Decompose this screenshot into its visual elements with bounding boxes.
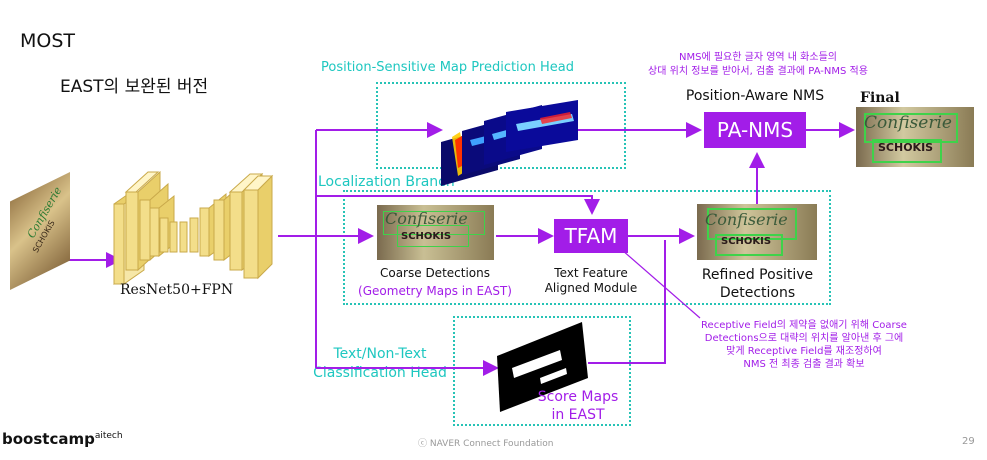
tfam-note-callout	[621, 249, 701, 319]
footer-logo: boostcampaitech	[2, 430, 123, 448]
slide-title: MOST	[20, 30, 76, 52]
tfam-box: TFAM	[554, 219, 628, 253]
refined-label-line1: Refined Positive	[701, 267, 814, 283]
footer-copyright: ⓒ NAVER Connect Foundation	[418, 439, 554, 449]
coarse-label-line2: (Geometry Maps in EAST)	[358, 284, 512, 298]
backbone-blocks	[113, 170, 274, 285]
localization-branch-label: Localization Branch	[318, 174, 455, 190]
tfam-note-line2: Detections으로 대략의 위치를 알아낸 후 그에	[704, 333, 904, 344]
classification-head-line1: Text/Non-Text	[333, 346, 427, 362]
classification-head-box	[453, 316, 631, 426]
tfam-note-line1: Receptive Field의 제약을 없애기 위해 Coarse	[701, 320, 907, 331]
coarse-sign-text-1: Confiserie	[385, 209, 468, 228]
slide-subtitle: EAST의 보완된 버전	[60, 77, 209, 97]
refined-sign-text-1: Confiserie	[705, 210, 788, 229]
position-sensitive-maps	[441, 100, 578, 186]
localization-branch-box	[343, 190, 831, 305]
tfam-label-line1: Text Feature	[554, 266, 628, 280]
panms-note: NMS에 필요한 글자 영역 내 화소들의 상대 위치 정보를 받아서, 검출 …	[618, 51, 898, 79]
page-number: 29	[962, 436, 975, 447]
panms-note-line1: NMS에 필요한 글자 영역 내 화소들의	[679, 52, 837, 63]
coarse-sign-text-2: SCHOKIS	[401, 231, 452, 242]
refined-detections-image: Confiserie SCHOKIS	[697, 204, 817, 260]
refined-label: Refined Positive Detections	[690, 266, 825, 302]
final-detections-image: Confiserie SCHOKIS	[856, 107, 974, 167]
coarse-detections-image: Confiserie SCHOKIS	[377, 205, 494, 260]
position-head-label: Position-Sensitive Map Prediction Head	[321, 60, 574, 75]
tfam-note-line4: NMS 전 최종 검출 결과 확보	[743, 359, 865, 370]
coarse-label-line1: Coarse Detections	[379, 266, 490, 280]
tfam-label-line2: Aligned Module	[544, 281, 638, 295]
refined-sign-text-2: SCHOKIS	[721, 236, 772, 247]
score-maps-line2: in EAST	[551, 407, 605, 423]
position-head-box	[376, 82, 626, 169]
score-maps	[497, 322, 588, 412]
tfam-note-line3: 맞게 Receptive Field를 재조정하여	[726, 346, 882, 357]
refined-label-line2: Detections	[719, 285, 796, 301]
footer-brand: boostcamp	[2, 430, 95, 448]
final-sign-text-2: SCHOKIS	[878, 141, 934, 154]
final-sign-text-1: Confiserie	[864, 113, 952, 133]
panms-box: PA-NMS	[704, 112, 806, 148]
panms-title: Position-Aware NMS	[685, 88, 825, 104]
panms-note-line2: 상대 위치 정보를 받아서, 검출 결과에 PA-NMS 적용	[648, 66, 868, 77]
arrow-score-refined	[588, 240, 666, 364]
arrow-to-tfam-top	[316, 195, 600, 215]
score-maps-line1: Score Maps	[537, 389, 619, 405]
backbone-label: ResNet50+FPN	[120, 282, 234, 298]
footer-brand-sup: aitech	[94, 431, 123, 441]
score-maps-label: Score Maps in EAST	[528, 388, 628, 424]
tfam-note: Receptive Field의 제약을 없애기 위해 Coarse Detec…	[664, 319, 944, 371]
tfam-label: Text Feature Aligned Module	[535, 266, 647, 296]
